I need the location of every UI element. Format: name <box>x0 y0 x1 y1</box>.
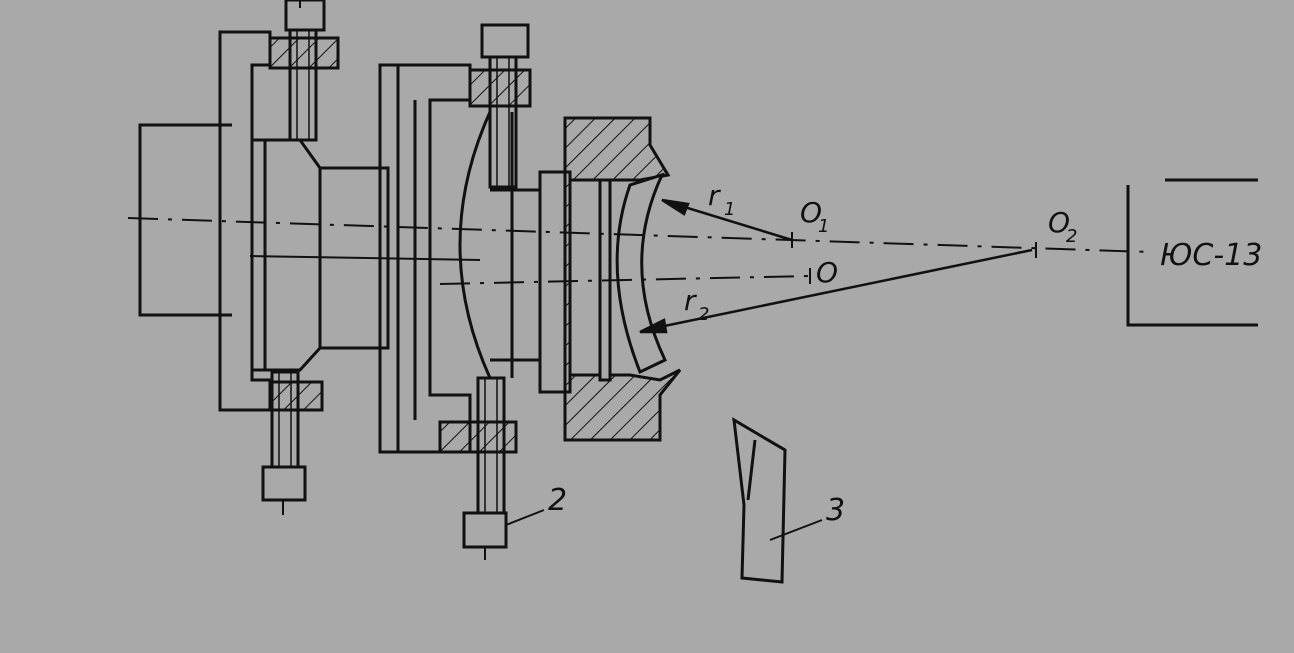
axis-lines <box>127 0 1151 560</box>
label-o: O <box>816 256 838 289</box>
label-o2: O <box>1048 206 1070 239</box>
label-r2-sub: 2 <box>698 304 709 325</box>
label-r1-sub: 1 <box>724 199 735 220</box>
label-r2: r <box>684 284 697 317</box>
workpiece-lens <box>598 172 667 382</box>
leader-lines <box>505 509 823 541</box>
radius-lines <box>639 198 1033 334</box>
label-device: ЮС-13 <box>1160 238 1262 273</box>
label-r1: r <box>708 179 721 212</box>
callout-3: 3 <box>826 493 845 528</box>
lens-blank <box>458 111 540 379</box>
spindle-shaft <box>138 123 232 317</box>
labels: r 1 r 2 O 1 O O 2 ЮС-13 2 3 <box>548 179 1262 528</box>
label-o1: O <box>800 196 822 229</box>
conical-adapter <box>252 138 390 372</box>
label-o1-sub: 1 <box>818 216 829 237</box>
label-o2-sub: 2 <box>1066 226 1077 247</box>
chuck-body <box>563 116 682 442</box>
callout-2: 2 <box>548 483 567 518</box>
bolt-upper-left <box>284 0 326 142</box>
bolt-upper-right <box>480 23 530 189</box>
instrument-frame <box>1126 178 1258 327</box>
cutting-tool <box>732 417 787 584</box>
